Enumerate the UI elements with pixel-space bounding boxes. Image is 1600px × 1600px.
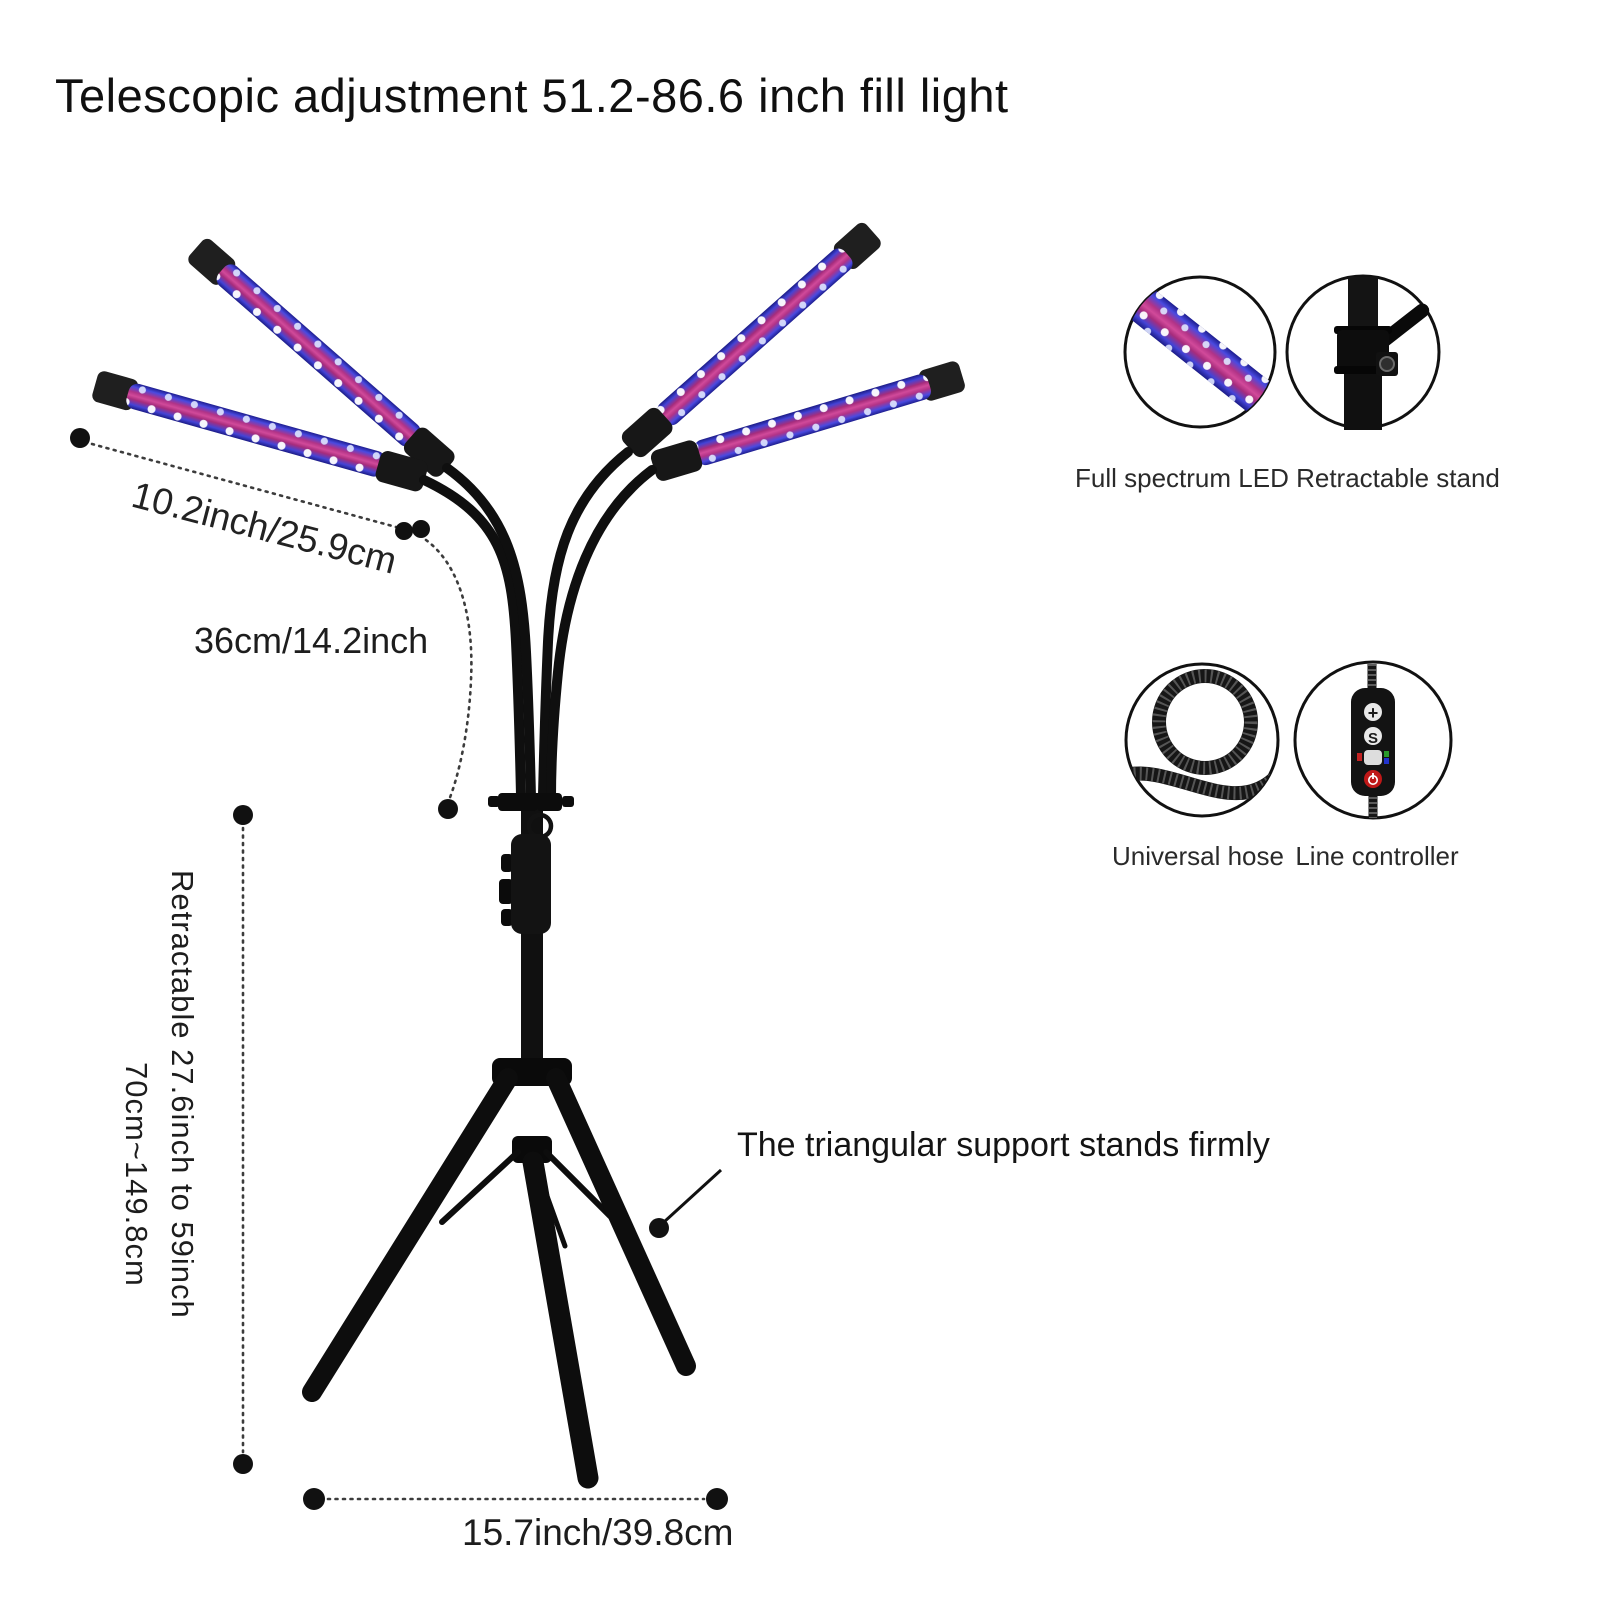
feature-label-retractable-stand: Retractable stand bbox=[1296, 463, 1500, 493]
led-arm-left bbox=[92, 371, 428, 492]
tripod-leg-left bbox=[302, 1068, 518, 1402]
callout-universal-hose bbox=[1124, 662, 1280, 818]
dimension-base-width bbox=[303, 1488, 728, 1510]
dimension-arm-length bbox=[70, 428, 413, 540]
dimension-gooseneck-length bbox=[412, 520, 473, 819]
timer-button-icon bbox=[1364, 750, 1382, 765]
gooseneck-clamp bbox=[488, 793, 574, 811]
line-controller-icon: + S bbox=[1351, 664, 1395, 818]
center-pole bbox=[488, 793, 574, 1074]
dimension-label-gooseneck-length: 36cm/14.2inch bbox=[194, 620, 429, 661]
plus-icon: + bbox=[1368, 703, 1379, 723]
tripod-leg-right bbox=[546, 1068, 696, 1376]
brightness-button-icon bbox=[1364, 703, 1382, 721]
tripod-leg-front bbox=[522, 1151, 599, 1489]
feature-label-line-controller: Line controller bbox=[1295, 841, 1459, 871]
dimension-label-pole-retract-inch: Retractable 27.6inch to 59inch bbox=[165, 870, 200, 1319]
stand-clamp-icon bbox=[1334, 277, 1430, 430]
led-arm-upper-left bbox=[188, 238, 455, 477]
power-icon bbox=[1364, 770, 1382, 788]
callout-retractable-stand bbox=[1285, 274, 1441, 430]
feature-label-universal-hose: Universal hose bbox=[1112, 841, 1284, 871]
tripod bbox=[302, 1058, 696, 1489]
led-arm-right bbox=[650, 361, 965, 481]
page-title: Telescopic adjustment 51.2-86.6 inch fil… bbox=[55, 69, 1009, 122]
gooseneck-tubes bbox=[419, 447, 657, 803]
callout-full-spectrum-led bbox=[1123, 275, 1277, 429]
pole-controller bbox=[499, 834, 551, 934]
dimension-pole-height bbox=[233, 805, 253, 1474]
led-arm-upper-right bbox=[621, 222, 881, 458]
feature-label-full-spectrum-led: Full spectrum LED bbox=[1075, 463, 1289, 493]
tripod-note-leader bbox=[649, 1168, 723, 1238]
dimension-label-base-width: 15.7inch/39.8cm bbox=[462, 1512, 734, 1553]
callout-line-controller: + S bbox=[1293, 660, 1453, 820]
spectrum-icon: S bbox=[1368, 730, 1378, 747]
spectrum-button-icon bbox=[1364, 727, 1382, 745]
tripod-note: The triangular support stands firmly bbox=[737, 1126, 1270, 1164]
dimension-label-pole-retract-cm: 70cm~149.8cm bbox=[119, 1062, 154, 1287]
